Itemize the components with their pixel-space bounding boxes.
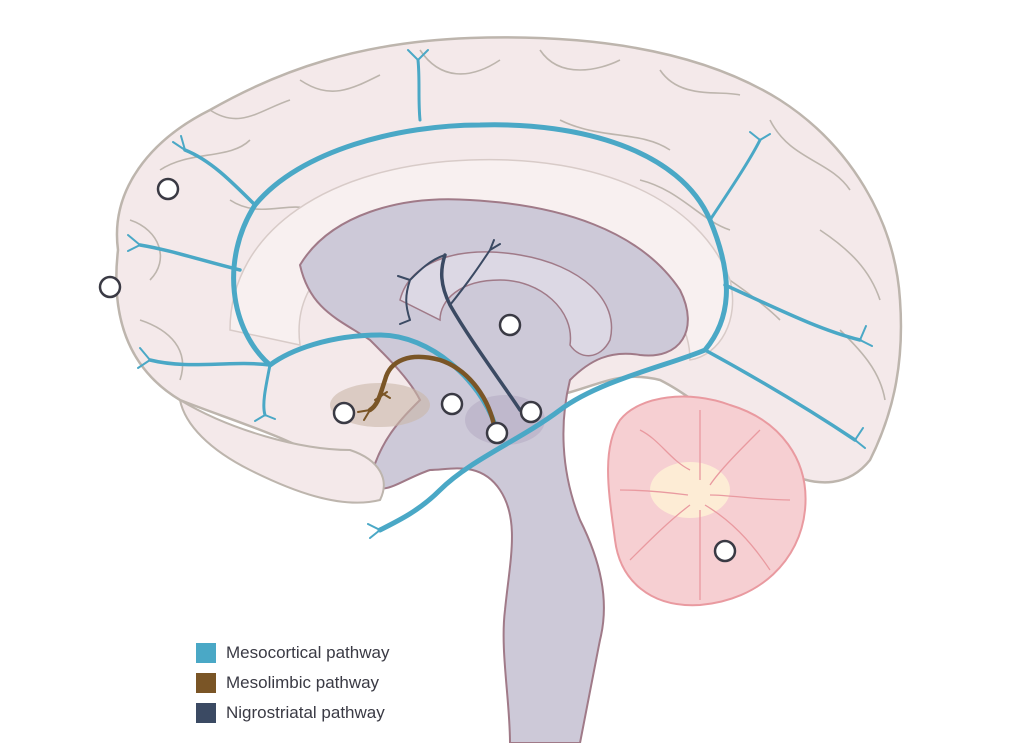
legend: Mesocortical pathway Mesolimbic pathway … <box>196 638 389 728</box>
mesolimbic-pathway <box>357 354 498 433</box>
legend-label: Nigrostriatal pathway <box>226 703 385 722</box>
legend-item-mesocortical: Mesocortical pathway <box>196 638 389 668</box>
temporal-lobe <box>178 397 385 504</box>
cerebellum-folia <box>619 410 791 600</box>
marker-ventral-tegmental-area[interactable] <box>485 421 509 445</box>
marker-cerebellum[interactable] <box>713 539 737 563</box>
marker-nucleus-accumbens[interactable] <box>332 401 356 425</box>
legend-item-mesolimbic: Mesolimbic pathway <box>196 668 389 698</box>
legend-swatch-nigrostriatal <box>196 703 216 723</box>
region-markers <box>98 177 737 563</box>
legend-label: Mesolimbic pathway <box>226 673 380 692</box>
marker-substantia-nigra[interactable] <box>519 400 543 424</box>
thalamus <box>399 251 613 357</box>
cerebellum-glow <box>650 462 730 518</box>
legend-label: Mesocortical pathway <box>226 643 390 662</box>
legend-item-nigrostriatal: Nigrostriatal pathway <box>196 698 389 728</box>
nucleus-accumbens-region <box>330 383 430 427</box>
mesocortical-pathway <box>127 49 873 539</box>
marker-prefrontal-front[interactable] <box>98 275 122 299</box>
nigrostriatal-pathway <box>397 239 522 412</box>
cortex-gyri <box>129 49 886 401</box>
marker-striatum[interactable] <box>498 313 522 337</box>
legend-swatch-mesocortical <box>196 643 216 663</box>
marker-prefrontal-upper[interactable] <box>156 177 180 201</box>
marker-hypothalamus[interactable] <box>440 392 464 416</box>
legend-swatch-mesolimbic <box>196 673 216 693</box>
